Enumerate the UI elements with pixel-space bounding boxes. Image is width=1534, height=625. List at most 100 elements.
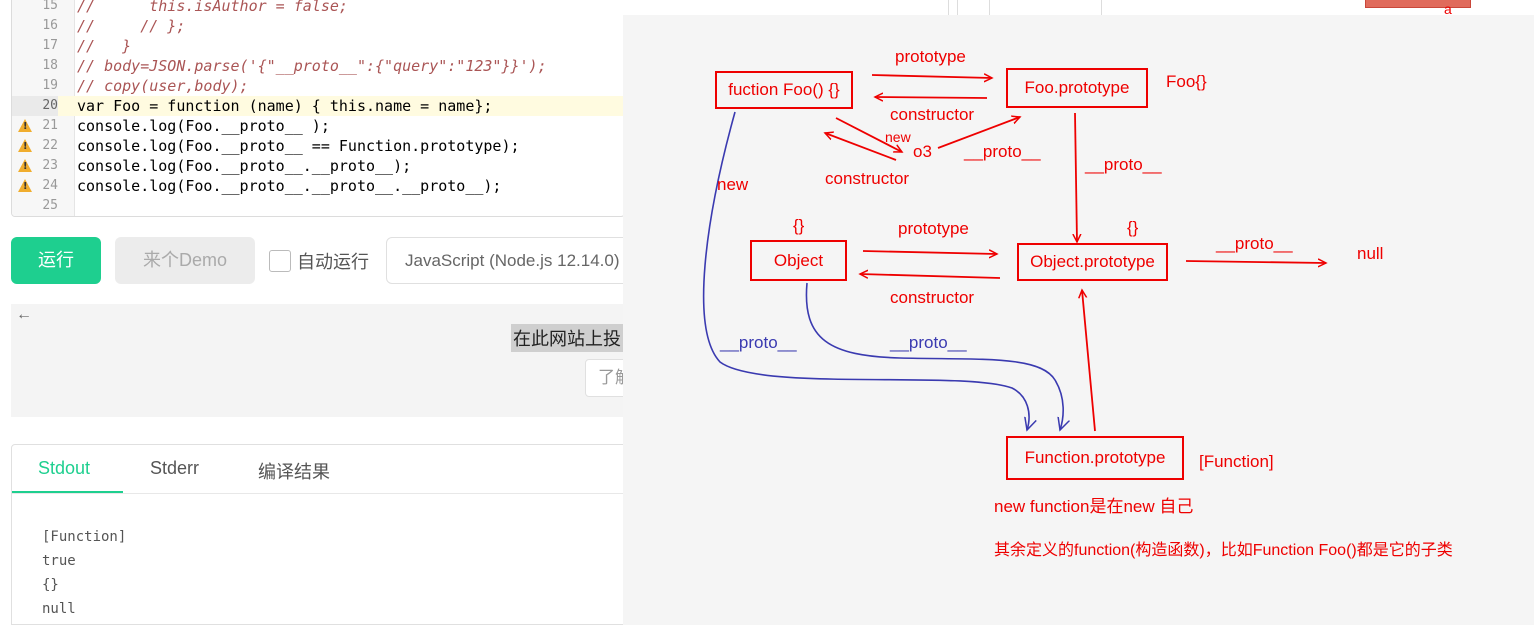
banner-text: 在此网站上投 bbox=[511, 324, 623, 352]
run-button[interactable]: 运行 bbox=[11, 237, 101, 284]
arrow-constructor-to-foo bbox=[875, 97, 988, 98]
box-foo-function: fuction Foo() {} bbox=[715, 71, 853, 109]
arrow-new-o3 bbox=[835, 117, 902, 153]
code-line[interactable]: 21 console.log(Foo.__proto__ ); bbox=[12, 116, 624, 136]
line-number: 20 bbox=[12, 96, 58, 116]
arrow-o3-proto bbox=[937, 117, 1020, 149]
code-line[interactable]: 18 // body=JSON.parse('{"__proto__":{"qu… bbox=[12, 56, 624, 76]
background-window-strip bbox=[623, 0, 1534, 15]
label-function-bracket: [Function] bbox=[1199, 452, 1274, 471]
code-line[interactable]: 23 console.log(Foo.__proto__.__proto__); bbox=[12, 156, 624, 176]
active-tab-indicator bbox=[12, 491, 123, 493]
stdout-line: true bbox=[42, 553, 76, 569]
code-text: // } bbox=[77, 37, 132, 55]
stdout-line: [Function] bbox=[42, 529, 127, 545]
arrow-objproto-constructor bbox=[860, 274, 1001, 279]
code-text: console.log(Foo.__proto__ == Function.pr… bbox=[77, 137, 520, 155]
arrow-object-prototype bbox=[862, 251, 997, 254]
output-tabs: Stdout Stderr 编译结果 bbox=[12, 445, 630, 494]
label-new: new bbox=[885, 129, 911, 145]
label-prototype: prototype bbox=[898, 219, 969, 238]
box-foo-prototype: Foo.prototype bbox=[1006, 68, 1148, 108]
line-number: 15 bbox=[42, 0, 58, 13]
code-text: console.log(Foo.__proto__.__proto__); bbox=[77, 157, 412, 175]
label-new: new bbox=[717, 175, 749, 194]
stdout-text: [Function] true {} null bbox=[42, 525, 126, 621]
box-object-prototype: Object.prototype bbox=[1017, 243, 1168, 281]
code-text: // copy(user,body); bbox=[77, 77, 249, 95]
divider bbox=[1101, 0, 1102, 15]
divider bbox=[989, 0, 990, 15]
arrow-foo-prototype bbox=[871, 75, 992, 78]
line-number: 23 bbox=[42, 158, 58, 173]
result-panel: ← 在此网站上投 了解 bbox=[11, 304, 645, 417]
line-number: 19 bbox=[42, 78, 58, 93]
line-number: 24 bbox=[42, 178, 58, 193]
curve-object-funcproto bbox=[805, 282, 1063, 430]
code-text: var Foo = function (name) { this.name = … bbox=[77, 97, 493, 115]
code-line[interactable]: 22 console.log(Foo.__proto__ == Function… bbox=[12, 136, 624, 156]
code-text: console.log(Foo.__proto__ ); bbox=[77, 117, 330, 135]
label-constructor: constructor bbox=[890, 288, 975, 307]
code-line[interactable]: 19 // copy(user,body); bbox=[12, 76, 624, 96]
tab-stdout[interactable]: Stdout bbox=[38, 458, 91, 478]
label-proto-blue: __proto__ bbox=[720, 333, 797, 352]
auto-run-label: 自动运行 bbox=[297, 252, 369, 272]
warning-icon[interactable] bbox=[18, 179, 32, 192]
output-panel: Stdout Stderr 编译结果 [Function] true {} nu… bbox=[11, 444, 631, 625]
warning-icon[interactable] bbox=[18, 159, 32, 172]
line-number: 25 bbox=[42, 198, 58, 213]
auto-run-checkbox[interactable] bbox=[269, 250, 291, 272]
arrow-o3-constructor bbox=[825, 133, 897, 161]
label-proto: __proto__ bbox=[1085, 155, 1162, 174]
code-line[interactable]: 25 bbox=[12, 196, 624, 216]
code-text: // this.isAuthor = false; bbox=[77, 0, 348, 15]
label-proto: __proto__ bbox=[964, 142, 1041, 161]
divider bbox=[957, 0, 958, 15]
curve-foo-funcproto bbox=[702, 111, 1029, 430]
label-constructor: constructor bbox=[890, 105, 975, 124]
divider bbox=[948, 0, 949, 15]
code-line-active[interactable]: 20 var Foo = function (name) { this.name… bbox=[12, 96, 624, 116]
tab-compile-result[interactable]: 编译结果 bbox=[258, 462, 330, 482]
box-function-prototype: Function.prototype bbox=[1006, 436, 1184, 480]
code-line[interactable]: 16 // // }; bbox=[12, 16, 624, 36]
warning-icon[interactable] bbox=[18, 119, 32, 132]
code-line[interactable]: 15 // this.isAuthor = false; bbox=[12, 0, 624, 16]
label-foo-instance: Foo{} bbox=[1166, 72, 1207, 91]
background-letter: a bbox=[1444, 1, 1452, 17]
label-object-braces: {} bbox=[793, 216, 805, 235]
code-editor[interactable]: 15 // this.isAuthor = false; 16 // // };… bbox=[11, 0, 625, 217]
warning-icon[interactable] bbox=[18, 139, 32, 152]
line-number: 21 bbox=[42, 118, 58, 133]
prototype-diagram-canvas bbox=[623, 15, 1534, 625]
code-line[interactable]: 24 console.log(Foo.__proto__.__proto__._… bbox=[12, 176, 624, 196]
label-proto-blue: __proto__ bbox=[890, 333, 967, 352]
code-text: // // }; bbox=[77, 17, 186, 35]
demo-button[interactable]: 来个Demo bbox=[115, 237, 255, 284]
note-new-function: new function是在new 自己 bbox=[994, 497, 1194, 516]
back-arrow-icon[interactable]: ← bbox=[16, 306, 32, 323]
stdout-line: null bbox=[42, 601, 76, 617]
background-red-box bbox=[1365, 0, 1471, 8]
code-line[interactable]: 17 // } bbox=[12, 36, 624, 56]
label-prototype: prototype bbox=[895, 47, 966, 66]
box-object: Object bbox=[750, 240, 847, 281]
arrow-fooproto-objproto bbox=[1075, 112, 1077, 242]
code-text: // body=JSON.parse('{"__proto__":{"query… bbox=[77, 57, 547, 75]
label-constructor: constructor bbox=[825, 169, 910, 188]
code-text: console.log(Foo.__proto__.__proto__.__pr… bbox=[77, 177, 502, 195]
label-o3: o3 bbox=[913, 142, 932, 161]
line-number: 17 bbox=[42, 38, 58, 53]
label-proto: __proto__ bbox=[1216, 234, 1293, 253]
auto-run-toggle[interactable]: 自动运行 bbox=[269, 248, 369, 274]
note-subclass: 其余定义的function(构造函数)，比如Function Foo()都是它的… bbox=[994, 542, 1453, 559]
label-objproto-braces: {} bbox=[1127, 218, 1139, 237]
line-number: 16 bbox=[42, 18, 58, 33]
stdout-line: {} bbox=[42, 577, 59, 593]
arrow-funcproto-objproto bbox=[1082, 290, 1096, 432]
line-number: 18 bbox=[42, 58, 58, 73]
tab-stderr[interactable]: Stderr bbox=[150, 458, 200, 478]
label-null: null bbox=[1357, 244, 1384, 263]
